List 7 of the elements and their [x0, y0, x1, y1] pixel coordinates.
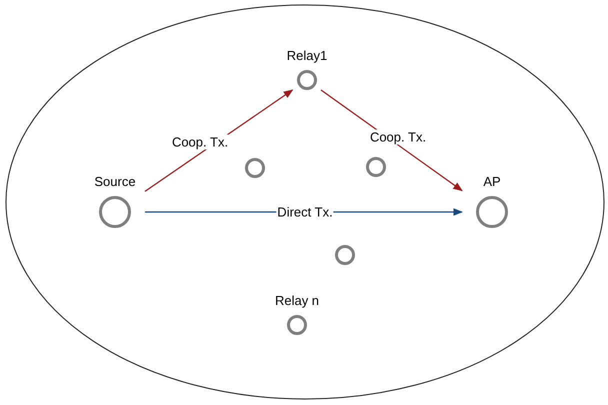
node-label: Relay n [274, 293, 320, 309]
node-label: AP [483, 174, 501, 190]
edge-label: Coop. Tx. [170, 134, 230, 150]
node-label: Relay1 [286, 48, 328, 64]
edge-label: Direct Tx. [276, 204, 334, 220]
edge-label: Coop. Tx. [368, 130, 428, 144]
node-label: Source [94, 174, 136, 190]
